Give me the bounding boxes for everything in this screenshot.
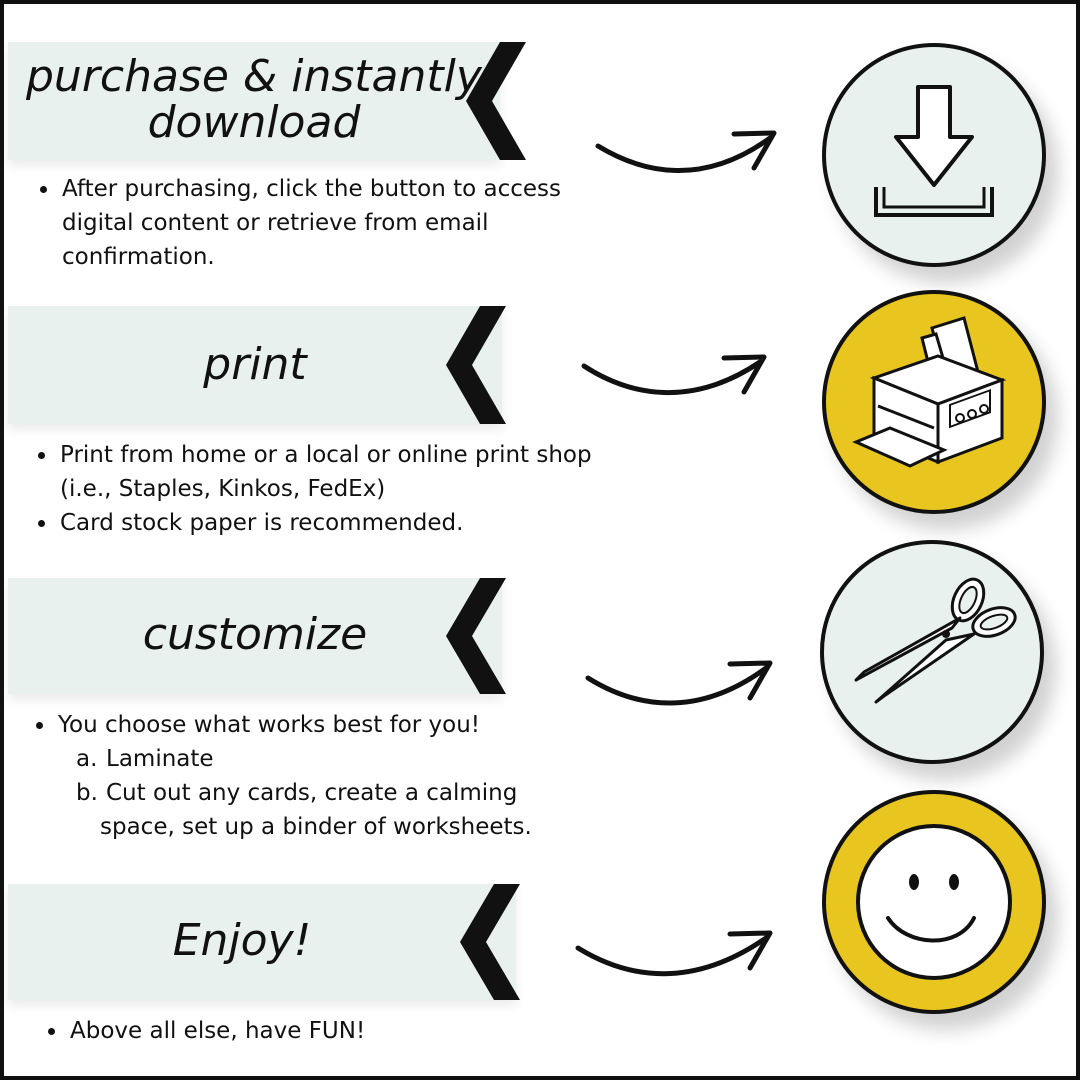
- chevron-left-icon: [446, 578, 506, 694]
- scissors-icon-circle: [820, 540, 1044, 764]
- step-banner-enjoy: Enjoy!: [8, 884, 516, 1000]
- step-banner-print: print: [8, 306, 502, 424]
- step-bullets-print: Print from home or a local or online pri…: [34, 438, 634, 540]
- smiley-face-icon: [856, 824, 1012, 980]
- chevron-left-icon: [446, 306, 506, 424]
- step-banner-download: purchase & instantly download: [8, 42, 500, 160]
- bullet-item: Print from home or a local or online pri…: [34, 438, 634, 506]
- curved-arrow-icon: [575, 930, 773, 977]
- step-title: print: [203, 339, 307, 390]
- chevron-left-icon: [466, 42, 526, 160]
- step-title: customize: [142, 609, 368, 660]
- download-icon-circle: [822, 43, 1046, 267]
- smiley-face-icon-circle: [822, 790, 1046, 1014]
- bullet-item: Above all else, have FUN!: [44, 1014, 644, 1048]
- sub-item-cut-out-continued: space, set up a binder of worksheets.: [100, 814, 532, 840]
- step-title: Enjoy!: [172, 915, 312, 966]
- bullet-item: After purchasing, click the button to ac…: [36, 172, 606, 274]
- chevron-left-icon: [460, 884, 520, 1000]
- curved-arrow-icon: [581, 354, 767, 396]
- sub-item-marker: b.: [76, 780, 98, 806]
- step-bullets-download: After purchasing, click the button to ac…: [36, 172, 606, 274]
- step-bullets-customize: You choose what works best for you!: [32, 708, 632, 742]
- sub-item-cut-out: Cut out any cards, create a calming: [106, 780, 518, 806]
- download-icon: [874, 85, 994, 217]
- printer-icon: [852, 316, 1007, 468]
- curved-arrow-icon: [595, 130, 777, 173]
- bullet-item: Card stock paper is recommended.: [34, 506, 634, 540]
- sub-item-laminate: Laminate: [106, 746, 214, 772]
- bullet-item: You choose what works best for you!: [32, 708, 632, 742]
- curved-arrow-icon: [585, 660, 773, 706]
- scissors-icon: [854, 577, 1017, 704]
- sub-item-marker: a.: [76, 746, 98, 772]
- step-bullets-enjoy: Above all else, have FUN!: [44, 1014, 644, 1048]
- step-banner-customize: customize: [8, 578, 502, 694]
- step-title-line2: download: [147, 97, 361, 148]
- printer-icon-circle: [822, 290, 1046, 514]
- step-title-line1: purchase & instantly: [26, 51, 482, 102]
